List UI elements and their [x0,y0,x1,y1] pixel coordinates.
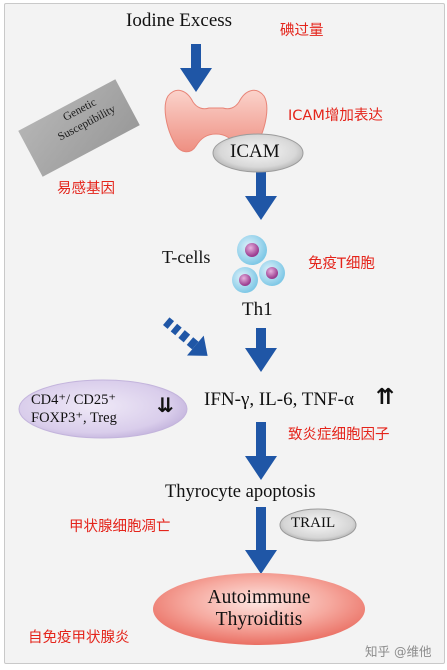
icam-ellipse [212,133,304,173]
genetic-susceptibility-box [18,79,140,177]
iodine-excess-cn-label: 碘过量 [280,23,324,39]
cytokines-label: IFN-γ, IL-6, TNF-α [204,389,354,410]
outcome-label-line2: Thyroiditis [215,609,303,630]
thyrocyte-apoptosis-label: Thyrocyte apoptosis [165,482,316,502]
treg-label-line2: FOXP3⁺, Treg [31,410,117,426]
trail-ellipse [279,508,357,542]
cytokines-up-arrows-icon: ⇈ [376,385,395,410]
arrow-th1-to-treg-dashed [163,317,208,356]
t-cells-cn-label: 免疫T细胞 [308,256,375,272]
treg-label-line1: CD4⁺/ CD25⁺ [31,392,116,408]
outcome-ellipse [153,573,365,645]
arrow-apoptosis-to-outcome [245,507,277,574]
arrow-icam-to-tcells [245,170,277,220]
outcome-label-line1: Autoimmune [207,587,311,608]
pathway-diagram: Iodine Excess 碘过量 ICAM增加表达 ICAM Genetic … [4,3,445,664]
cytokines-cn-label: 致炎症细胞因子 [288,427,390,443]
t-cells-icon [232,235,285,293]
diagram-graphics [18,44,365,645]
th1-label: Th1 [242,299,273,320]
treg-ellipse [18,379,188,439]
zhihu-watermark: 知乎 @维他 [365,644,432,659]
treg-label: CD4⁺/ CD25⁺ FOXP3⁺, Treg [31,391,117,427]
treg-down-arrows-icon: ⇊ [157,393,174,417]
arrow-th1-to-cytokines [245,328,277,372]
iodine-excess-label: Iodine Excess [126,10,233,31]
trail-label: TRAIL [291,515,336,531]
outcome-label: Autoimmune Thyroiditis [153,587,365,631]
genetic-cn-label: 易感基因 [57,181,115,197]
apoptosis-cn-label: 甲状腺细胞凋亡 [69,519,171,535]
icam-label: ICAM [230,141,280,162]
arrow-iodine-to-thyroid [180,44,212,92]
arrow-cytokines-to-apoptosis [245,422,277,480]
t-cells-label: T-cells [162,247,211,267]
outcome-cn-label: 自免疫甲状腺炎 [28,630,130,646]
icam-cn-label: ICAM增加表达 [288,108,383,124]
